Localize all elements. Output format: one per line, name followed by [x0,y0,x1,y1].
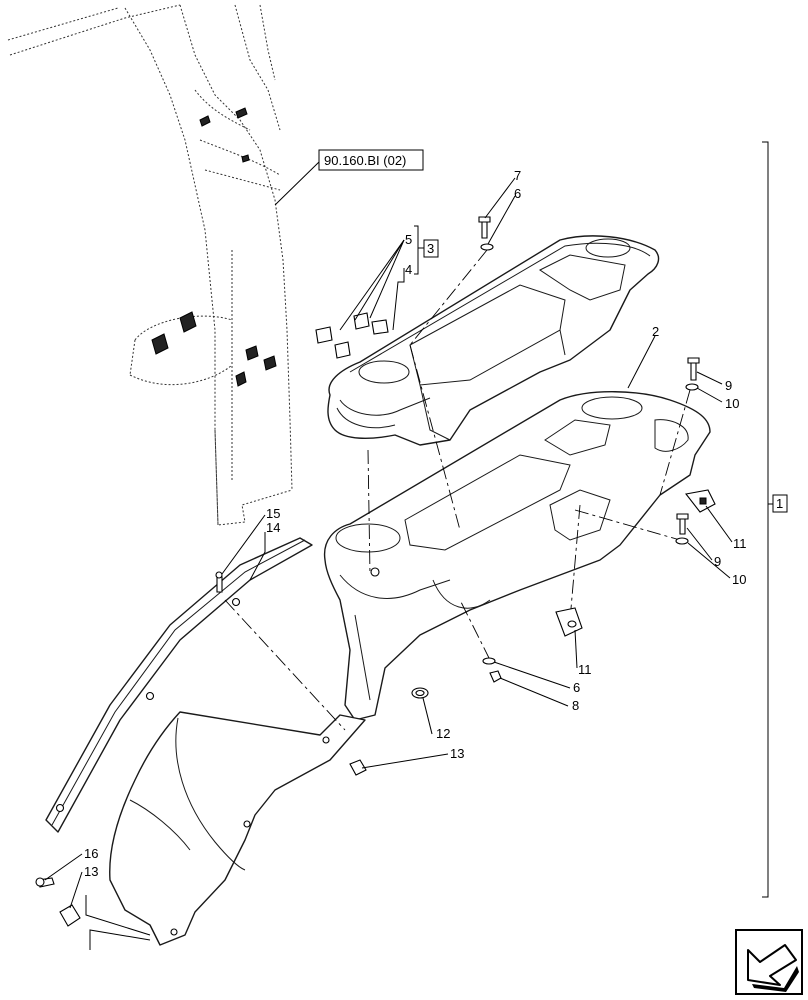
callout-4: 4 [405,262,412,277]
fastener-clips-5 [315,312,389,359]
callout-13-left: 13 [84,864,98,879]
callout-9-top: 9 [725,378,732,393]
fastener-bolt-9a [687,357,700,381]
fastener-screw-15 [215,571,223,593]
fastener-washer-6b [482,657,496,665]
fastener-bolt-7 [478,216,491,239]
reference-label: 90.160.BI (02) [324,153,406,168]
lower-pillar-trim [109,711,366,946]
callout-2: 2 [652,324,659,339]
cab-pillar-context [7,4,293,526]
callout-11-lower: 11 [578,662,592,677]
main-console-panel [323,391,711,721]
callout-7: 7 [514,168,521,183]
callout-9-right: 9 [714,554,721,569]
fastener-clip-11b [555,607,583,637]
fastener-clip-13a [349,759,367,776]
callout-12: 12 [436,726,450,741]
callout-5: 5 [405,232,412,247]
callout-3: 3 [427,241,434,256]
fastener-screw-16 [35,877,55,888]
fastener-nut-8 [489,670,502,683]
callout-6-top: 6 [514,186,521,201]
callout-10-top: 10 [725,396,739,411]
assembly-centerlines [224,249,691,731]
reference-tag[interactable]: 90.160.BI (02) [274,149,424,206]
fastener-clip-11a [685,489,716,513]
callout-1: 1 [776,496,783,511]
callout-14: 14 [266,520,280,535]
callout-16: 16 [84,846,98,861]
fastener-bolt-9b [676,513,689,535]
callout-8: 8 [572,698,579,713]
arrow-previous-icon [747,944,799,992]
callout-11-right: 11 [733,536,747,551]
callout-6-lower: 6 [573,680,580,695]
leader-lines [44,141,773,950]
fastener-washer-10b [675,537,689,545]
fastener-washer-6a [480,243,494,251]
callout-15: 15 [266,506,280,521]
fastener-washer-10a [685,383,699,391]
fastener-clip-13b [59,904,81,927]
callout-10-right: 10 [732,572,746,587]
previous-page-button[interactable] [735,929,803,995]
fastener-grommet-12 [411,687,429,699]
callout-labels: 7 6 5 3 4 2 9 10 1 11 9 10 11 6 8 12 13 … [84,168,788,879]
upper-storage-tray [327,235,660,446]
side-trim-strip [45,537,313,833]
callout-13-center: 13 [450,746,464,761]
